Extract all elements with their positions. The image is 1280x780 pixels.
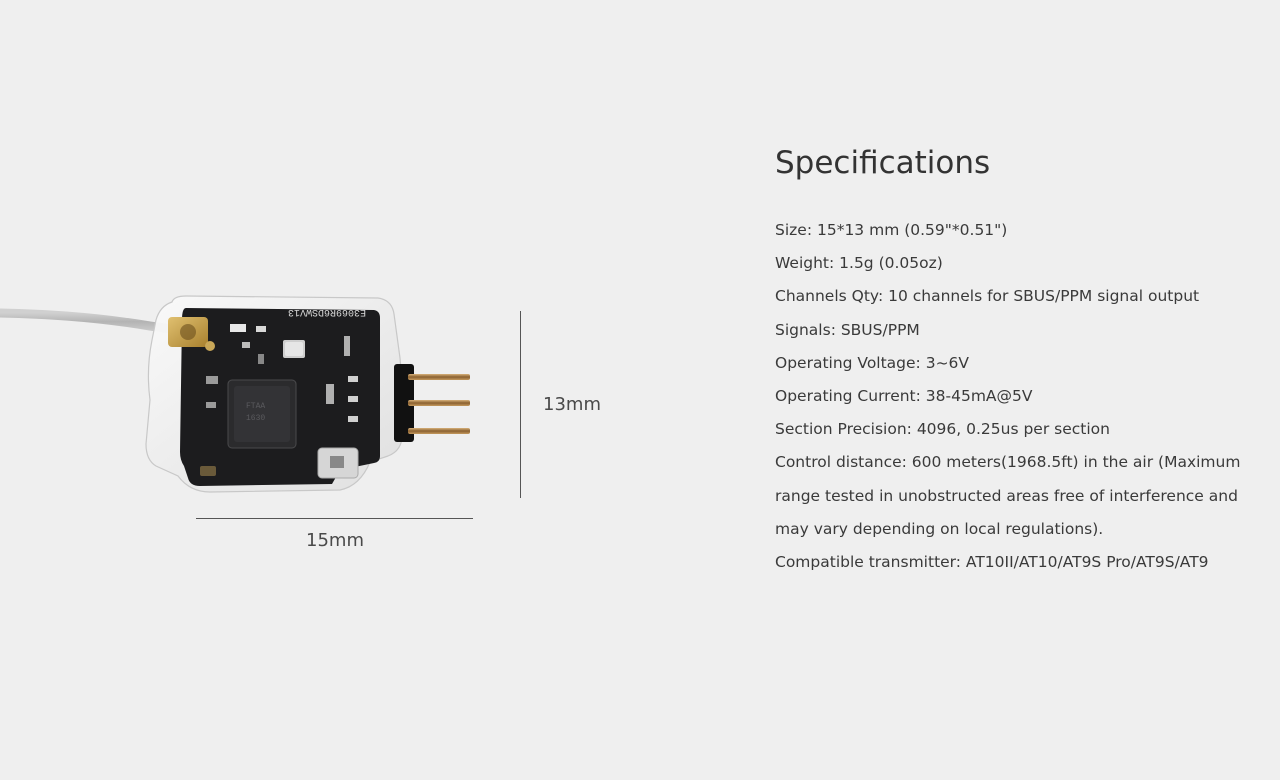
pin-3 bbox=[408, 428, 470, 434]
spec-item-size: Size: 15*13 mm (0.59"*0.51") bbox=[775, 221, 1008, 239]
height-dimension-line bbox=[520, 311, 521, 498]
pin-2 bbox=[408, 400, 470, 406]
spec-item-channels: Channels Qty: 10 channels for SBUS/PPM s… bbox=[775, 287, 1200, 306]
spec-item-weight: Weight: 1.5g (0.05oz) bbox=[775, 254, 943, 273]
spec-item-control-distance: Control distance: 600 meters(1968.5ft) i… bbox=[775, 453, 1241, 538]
specifications-title: Specifications bbox=[775, 145, 991, 181]
svg-text:1630: 1630 bbox=[246, 414, 265, 423]
spec-item-precision: Section Precision: 4096, 0.25us per sect… bbox=[775, 420, 1110, 439]
spec-item-voltage: Operating Voltage: 3~6V bbox=[775, 353, 970, 372]
width-dimension-line bbox=[196, 518, 473, 519]
antenna-wire bbox=[0, 308, 183, 335]
svg-text:FTAA: FTAA bbox=[246, 402, 265, 411]
width-dimension-label: 15mm bbox=[306, 530, 364, 551]
spec-item-signals: Signals: SBUS/PPM bbox=[775, 320, 920, 339]
height-dimension-label: 13mm bbox=[543, 394, 601, 415]
pin-header-block bbox=[394, 364, 414, 442]
specifications-panel: Specifications Size: 15*13 mm (0.59"*0.5… bbox=[775, 142, 1255, 579]
pin-1 bbox=[408, 374, 470, 380]
product-image: E3069R6DSWV13 FTAA 1630 bbox=[0, 280, 500, 500]
pcb-marking: E3069R6DSWV13 bbox=[288, 306, 366, 317]
spec-item-current: Operating Current: 38-45mA@5V bbox=[775, 387, 1033, 406]
spec-item-compatible-transmitter: Compatible transmitter: AT10II/AT10/AT9S… bbox=[775, 553, 1209, 572]
specifications-list: Size: 15*13 mm (0.59"*0.51") Weight: 1.5… bbox=[775, 214, 1255, 579]
receiver-illustration: E3069R6DSWV13 FTAA 1630 bbox=[0, 295, 470, 493]
